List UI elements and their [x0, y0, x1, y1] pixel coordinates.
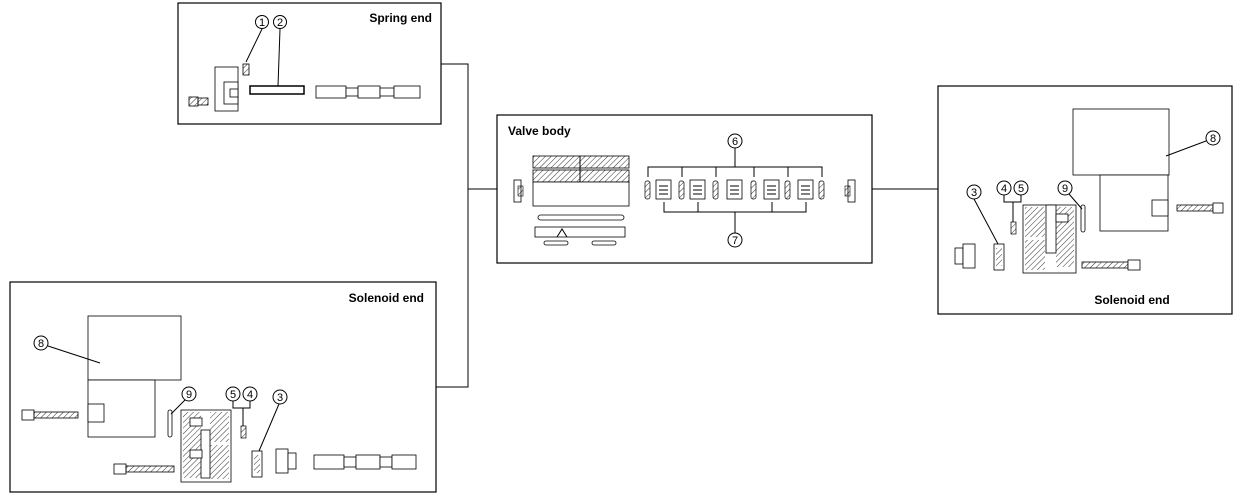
spring-end-title: Spring end [369, 11, 432, 25]
svg-text:9: 9 [1062, 183, 1068, 195]
spring-end-panel: Spring end 1 2 [177, 2, 442, 125]
valve-body-section [532, 155, 630, 207]
svg-text:4: 4 [1001, 183, 1007, 195]
seal-left [543, 240, 569, 246]
svg-text:3: 3 [277, 392, 283, 404]
body-right-cap [844, 179, 856, 203]
solenoid-end-left-panel: Solenoid end [9, 281, 437, 493]
callout-2: 2 [273, 15, 287, 29]
screw-part [188, 96, 209, 107]
body-base [534, 226, 626, 238]
callout-1: 1 [255, 15, 269, 29]
seal-3 [251, 450, 263, 478]
spring-part [249, 85, 305, 95]
pin-part [240, 425, 247, 439]
o-ring-9 [167, 409, 173, 438]
svg-text:4: 4 [247, 389, 253, 401]
nut-part [275, 448, 297, 474]
connector-lines [436, 63, 938, 388]
spool-part [315, 85, 421, 99]
solenoid-end-right-title: Solenoid end [1094, 293, 1169, 307]
spool-part [313, 454, 417, 470]
bolt-part-top [21, 409, 79, 421]
callout-9: 9 [1057, 180, 1073, 196]
bolt-part-bottom [1081, 259, 1141, 271]
nut-part [954, 243, 976, 269]
solenoid-end-left-title: Solenoid end [349, 291, 424, 305]
adapter-body [180, 409, 232, 483]
svg-text:9: 9 [186, 389, 192, 401]
svg-text:5: 5 [230, 389, 236, 401]
body-left-cap [513, 179, 524, 203]
o-ring-9 [1080, 204, 1086, 233]
coil-part [1072, 108, 1170, 176]
seal-right [591, 240, 617, 246]
end-cap-part [214, 66, 239, 112]
svg-text:5: 5 [1018, 183, 1024, 195]
callout-8: 8 [33, 335, 49, 351]
o-ring-row [644, 180, 825, 200]
callout-9: 9 [181, 386, 197, 402]
coil-part [87, 315, 182, 381]
o-ring-part [242, 63, 250, 76]
armature-housing [87, 379, 156, 438]
svg-text:8: 8 [38, 338, 44, 350]
valve-body-title: Valve body [508, 124, 571, 138]
callout-3: 3 [272, 389, 288, 405]
seal-row [655, 179, 814, 200]
pin-part [1010, 221, 1017, 235]
svg-text:2: 2 [277, 17, 283, 29]
callout-8: 8 [1205, 130, 1221, 146]
svg-text:3: 3 [971, 187, 977, 199]
adapter-body [1022, 204, 1077, 274]
svg-text:7: 7 [732, 235, 738, 247]
svg-text:6: 6 [732, 136, 738, 148]
solenoid-end-right-panel: Solenoid end [937, 85, 1233, 315]
valve-body-panel: Valve body 6 7 [496, 114, 873, 264]
bolt-part-bottom [113, 463, 175, 475]
seal-3 [993, 243, 1005, 271]
bolt-part-top [1176, 202, 1224, 214]
svg-text:8: 8 [1210, 133, 1216, 145]
armature-housing [1099, 174, 1169, 232]
gasket-strip [537, 214, 625, 221]
svg-text:1: 1 [259, 17, 265, 29]
